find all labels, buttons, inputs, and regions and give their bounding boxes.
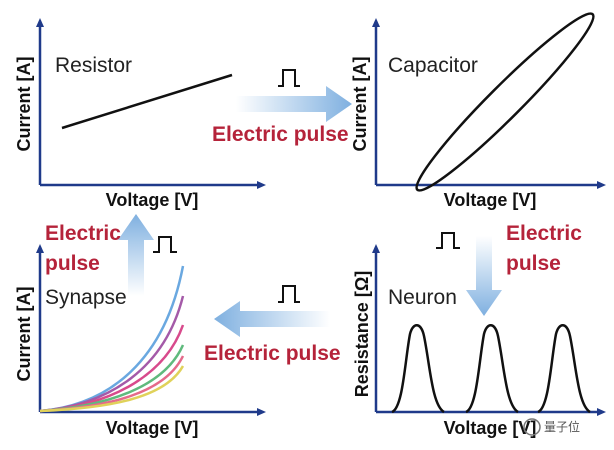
neuron-x-label: Voltage [V]: [444, 418, 537, 438]
capacitor-panel: Capacitor Voltage [V] Current [A]: [350, 12, 606, 210]
watermark-text: 量子位: [544, 419, 580, 434]
resistor-title: Resistor: [55, 54, 132, 77]
neuron-spike-1: [391, 324, 445, 414]
neuron-panel: Neuron Voltage [V] Resistance [Ω]: [352, 244, 606, 438]
arrow-top-shape: [236, 86, 352, 122]
arrow-right: Electric pulse: [436, 222, 582, 316]
arrow-bottom: Electric pulse: [204, 285, 341, 365]
arrow-right-label-line2: pulse: [506, 252, 561, 275]
arrow-left-shape: [118, 214, 154, 296]
capacitor-hysteresis-loop: [415, 12, 595, 192]
arrow-bottom-label: Electric pulse: [204, 342, 341, 365]
arrow-left-label-line1: Electric: [45, 222, 121, 245]
synapse-curve-6: [39, 365, 185, 413]
pulse-icon-right: [436, 232, 460, 249]
neuron-spike-3: [537, 324, 591, 414]
arrow-left: Electric pulse: [45, 214, 177, 296]
watermark-logo-icon: [523, 418, 541, 436]
arrow-right-label-line1: Electric: [506, 222, 582, 245]
synapse-y-label: Current [A]: [14, 287, 34, 382]
arrow-top: Electric pulse: [212, 69, 352, 146]
arrow-top-label: Electric pulse: [212, 123, 349, 146]
capacitor-y-label: Current [A]: [350, 57, 370, 152]
pulse-icon-left: [153, 236, 177, 253]
pulse-icon-bottom: [278, 285, 300, 303]
neuron-title: Neuron: [388, 286, 457, 309]
arrow-right-shape: [466, 236, 502, 316]
pulse-icon-top: [278, 69, 300, 87]
arrow-left-label-line2: pulse: [45, 252, 100, 275]
watermark: 量子位: [523, 418, 580, 436]
capacitor-x-label: Voltage [V]: [444, 190, 537, 210]
resistor-x-label: Voltage [V]: [106, 190, 199, 210]
arrow-bottom-shape: [214, 301, 330, 337]
neuron-y-label: Resistance [Ω]: [352, 271, 372, 397]
synapse-x-label: Voltage [V]: [106, 418, 199, 438]
resistor-y-label: Current [A]: [14, 57, 34, 152]
resistor-linear-curve: [61, 73, 233, 130]
synapse-panel: Synapse Voltage [V] Current [A]: [14, 244, 266, 438]
neuron-spike-2: [465, 324, 519, 414]
synapse-title: Synapse: [45, 286, 127, 309]
resistor-panel: Resistor Voltage [V] Current [A]: [14, 18, 266, 210]
capacitor-title: Capacitor: [388, 54, 478, 77]
